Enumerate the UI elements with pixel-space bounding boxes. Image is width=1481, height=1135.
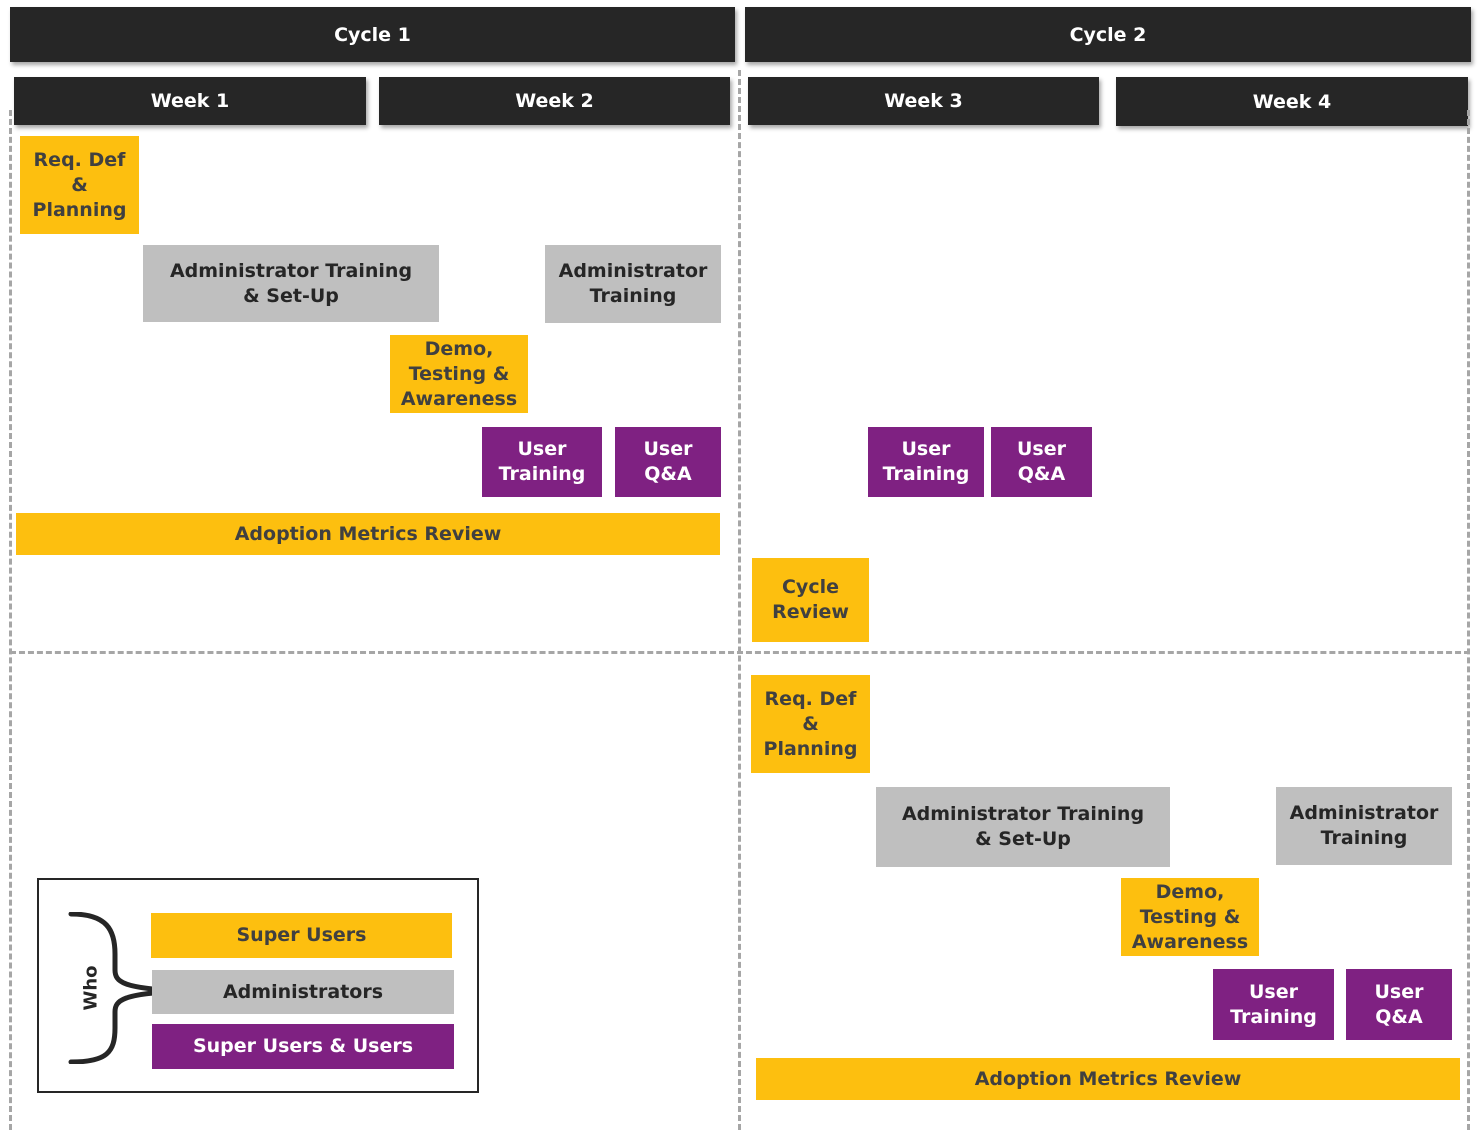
week-4-header: Week 4: [1116, 77, 1468, 126]
c1-user-qa-week3: User Q&A: [991, 427, 1092, 497]
cycle-2-header: Cycle 2: [745, 7, 1471, 62]
week-2-header: Week 2: [379, 77, 730, 125]
c2-req-def-planning: Req. Def & Planning: [751, 675, 870, 773]
week-3-header: Week 3: [748, 77, 1099, 125]
c1-demo-testing-awareness: Demo, Testing & Awareness: [390, 335, 528, 413]
right-border-divider: [1467, 110, 1470, 1130]
legend: Who Super Users Administrators Super Use…: [37, 878, 479, 1093]
c2-user-qa: User Q&A: [1346, 969, 1452, 1040]
left-border-divider: [9, 110, 12, 1130]
c2-user-training: User Training: [1213, 969, 1334, 1040]
c2-admin-training: Administrator Training: [1276, 787, 1452, 865]
c1-admin-training: Administrator Training: [545, 245, 721, 323]
cycle-1-header: Cycle 1: [10, 7, 735, 62]
c1-user-training-week3: User Training: [868, 427, 984, 497]
legend-administrators: Administrators: [152, 970, 454, 1014]
legend-super-users-and-users: Super Users & Users: [152, 1024, 454, 1069]
cycle-divider: [738, 70, 741, 1130]
c1-user-training-week2: User Training: [482, 427, 602, 497]
c1-cycle-review: Cycle Review: [752, 558, 869, 642]
c1-req-def-planning: Req. Def & Planning: [20, 136, 139, 234]
c2-admin-training-setup: Administrator Training & Set-Up: [876, 787, 1170, 867]
c1-adoption-metrics-review: Adoption Metrics Review: [16, 513, 720, 555]
c2-demo-testing-awareness: Demo, Testing & Awareness: [1121, 878, 1259, 956]
legend-super-users: Super Users: [151, 913, 452, 958]
cycle-row-divider: [10, 651, 1470, 654]
c1-admin-training-setup: Administrator Training & Set-Up: [143, 245, 439, 322]
week-1-header: Week 1: [14, 77, 366, 125]
c1-user-qa-week2: User Q&A: [615, 427, 721, 497]
c2-adoption-metrics-review: Adoption Metrics Review: [756, 1058, 1460, 1100]
